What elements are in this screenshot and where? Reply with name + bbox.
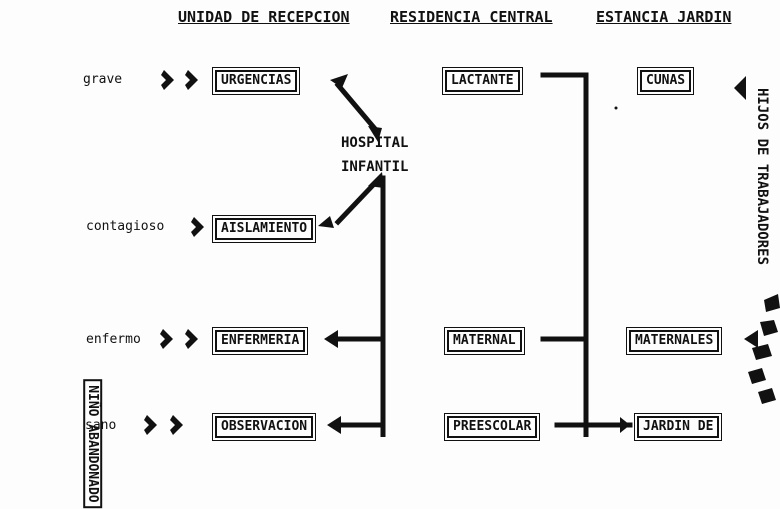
urgencias-arrowhead-icon (330, 74, 348, 88)
jardin-arrowhead-icon (620, 417, 630, 433)
right-arrow-fragment-3-icon (752, 344, 772, 360)
header-estancia-jardin: ESTANCIA JARDIN (596, 8, 732, 26)
right-arrow-fragment-1-icon (764, 294, 780, 312)
box-maternal: MATERNAL (444, 327, 525, 355)
observacion-arrowhead-icon (327, 416, 341, 434)
grave-arrow-icon (161, 70, 198, 90)
box-maternales: MATERNALES (625, 327, 723, 355)
maternales-arrowhead-icon (744, 330, 758, 348)
enfermo-arrow-icon (160, 329, 198, 349)
hospital-infantil-label: HOSPITAL INFANTIL (341, 131, 408, 179)
contagioso-arrow-icon (191, 217, 204, 237)
box-lactante: LACTANTE (442, 67, 523, 95)
box-enfermeria: ENFERMERIA (211, 327, 309, 355)
right-arrow-fragment-5-icon (758, 388, 776, 404)
flow-diagram (144, 70, 780, 437)
aislamiento-hospital-connector (334, 178, 380, 226)
cunas-arrowhead-icon (734, 76, 746, 100)
right-arrow-fragment-2-icon (760, 320, 778, 336)
sano-arrow-icon (144, 415, 183, 435)
speck-mark (614, 106, 618, 110)
box-aislamiento: AISLAMIENTO (211, 215, 317, 243)
hospital-top-arrowhead-icon (368, 126, 382, 142)
condition-sano: sano (85, 418, 117, 433)
nino-abandonado-label: NIÑO ABANDONADO (83, 379, 103, 509)
hospital-bottom-arrowhead-icon (368, 172, 384, 188)
enfermeria-arrowhead-icon (324, 330, 338, 348)
condition-contagioso: contagioso (86, 219, 165, 234)
condition-grave: grave (83, 72, 123, 87)
aislamiento-arrowhead-icon (318, 216, 334, 228)
condition-enfermo: enfermo (86, 332, 141, 347)
box-urgencias: URGENCIAS (211, 67, 301, 95)
hijos-de-trabajadores-label: HIJOS DE TRABAJADORES (754, 88, 770, 266)
box-preescolar: PREESCOLAR (443, 413, 541, 441)
urgencias-hospital-connector (334, 81, 380, 134)
box-observacion: OBSERVACION (211, 413, 317, 441)
box-cunas: CUNAS (636, 67, 695, 95)
box-jardin-de: JARDIN DE (633, 413, 723, 441)
header-unidad-recepcion: UNIDAD DE RECEPCION (178, 8, 350, 26)
right-arrow-fragment-4-icon (748, 368, 766, 384)
hospital-line1: HOSPITAL (341, 135, 409, 151)
hospital-line2: INFANTIL (341, 159, 409, 175)
header-residencia-central: RESIDENCIA CENTRAL (390, 8, 553, 26)
